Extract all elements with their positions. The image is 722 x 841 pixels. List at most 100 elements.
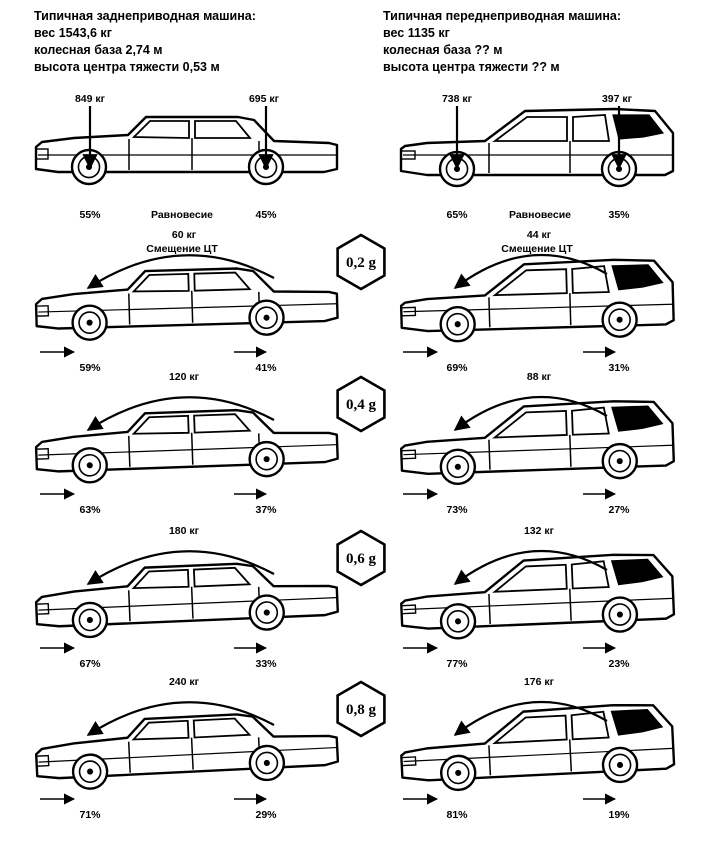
rwd-car-row-4-front-wheel-rim — [78, 608, 102, 632]
fwd-equilibrium-label: Равновесие — [509, 209, 571, 221]
fwd-shift-arc-row-5 — [453, 700, 608, 736]
accel-hexagon-row-2-shape — [336, 233, 386, 291]
rwd-car-row-5-rear-wheel-rim — [255, 751, 279, 775]
rwd-car-row-1-grille — [35, 148, 49, 160]
rwd-car-row-3-front-wheel-hub — [86, 462, 93, 469]
fwd-car-row-5-rear-wheel-rim — [608, 753, 632, 777]
fwd-car-row-5 — [400, 704, 676, 792]
fwd-car-row-1-front-window — [492, 116, 568, 142]
rwd-car-row-3-door-line-2 — [190, 432, 194, 465]
fwd-rear-pct-row-5: 19% — [608, 809, 630, 821]
fwd-car-row-3-door-line-1 — [488, 439, 491, 470]
rwd-front-pct-row-3: 63% — [79, 504, 101, 516]
rwd-car-row-5 — [34, 713, 340, 790]
rwd-rear-pct-row-5: 29% — [255, 809, 277, 821]
rwd-car-row-2-door-line-2 — [190, 290, 194, 323]
accel-hexagon-row-4: 0,6 g — [336, 529, 386, 587]
rwd-car-row-2 — [34, 267, 339, 341]
fwd-front-pct-row-4: 77% — [446, 658, 468, 670]
rwd-front-pct-row-1: 55% — [79, 209, 101, 221]
fwd-car-row-3-front-wheel-hub — [454, 463, 461, 470]
fwd-rear-pct-row-3: 27% — [608, 504, 630, 516]
accel-hexagon-row-2-label: 0,2 g — [346, 255, 377, 271]
rwd-front-pct-row-4: 67% — [79, 658, 101, 670]
rwd-car-spec: Типичная заднеприводная машина: вес 1543… — [34, 8, 256, 76]
rwd-rear-pct-row-2: 41% — [255, 362, 277, 374]
fwd-car-spec: Типичная переднеприводная машина: вес 11… — [383, 8, 621, 76]
rwd-title: Типичная заднеприводная машина: — [34, 9, 256, 23]
accel-hexagon-row-4-label: 0,6 g — [346, 551, 377, 567]
fwd-car-row-3-rear-wheel-rim — [608, 449, 632, 473]
rwd-car-row-2-grille — [35, 305, 50, 317]
fwd-shift-kg-row-2: 44 кг — [527, 229, 552, 241]
accel-hexagon-row-4-shape — [336, 529, 386, 587]
rwd-car-row-3-rear-wheel-hub — [263, 456, 270, 463]
fwd-car-row-5-front-wheel-hub — [455, 769, 462, 776]
rwd-car-row-4-rear-wheel-hub — [263, 609, 270, 616]
rwd-equilibrium-label: Равновесие — [151, 209, 213, 221]
accel-hexagon-row-3-shape — [336, 375, 386, 433]
fwd-car-row-2-front-window — [492, 268, 568, 297]
fwd-car-row-4-door-line-1 — [488, 593, 491, 625]
fwd-car-row-5-front-window — [492, 714, 568, 745]
accel-hexagon-row-5: 0,8 g — [336, 680, 386, 738]
rwd-car-row-2-front-wheel-rim — [78, 311, 101, 334]
fwd-car-row-2-rear-wheel-rim — [608, 308, 631, 332]
fwd-car-row-5-rear-wheel-hub — [616, 761, 624, 769]
rwd-shift-kg-row-5: 240 кг — [169, 676, 200, 688]
fwd-car-row-5-rear-quarter-louver — [610, 708, 664, 736]
rwd-car-row-2-front-wheel-hub — [86, 319, 93, 326]
fwd-cg-height: высота центра тяжести ?? м — [383, 60, 560, 74]
fwd-car-row-1 — [399, 107, 675, 188]
rwd-car-row-1-rear-window — [194, 120, 252, 139]
rwd-car-row-4-front-wheel-hub — [86, 616, 93, 624]
fwd-car-row-2-door-line-2 — [569, 293, 572, 326]
rwd-cg-height: высота центра тяжести 0,53 м — [34, 60, 220, 74]
fwd-front-pct-row-2: 69% — [446, 362, 468, 374]
rwd-front-kg: 849 кг — [75, 93, 106, 105]
accel-hexagon-row-3-label: 0,4 g — [346, 397, 377, 413]
fwd-car-row-4-door-line-2 — [569, 588, 572, 621]
fwd-car-row-1-rear-window — [572, 114, 611, 142]
rwd-shift-kg-row-3: 120 кг — [169, 371, 200, 383]
fwd-front-kg: 738 кг — [442, 93, 473, 105]
rwd-car-row-1-front-window — [131, 120, 190, 139]
rwd-wheelbase: колесная база 2,74 м — [34, 43, 163, 57]
fwd-car-row-4-front-window — [492, 563, 568, 593]
fwd-car-row-2-front-wheel-rim — [446, 312, 470, 336]
fwd-car-row-1-grille — [400, 150, 416, 160]
accel-hexagon-row-5-label: 0,8 g — [346, 702, 377, 718]
rwd-shift-kg-row-4: 180 кг — [169, 525, 200, 537]
fwd-car-row-4-rear-wheel-hub — [616, 611, 623, 618]
fwd-car-row-3-grille — [400, 449, 417, 460]
fwd-shift-kg-row-5: 176 кг — [524, 676, 555, 688]
fwd-car-row-5-door-line-1 — [488, 745, 492, 776]
rwd-car-row-4 — [34, 562, 339, 639]
rwd-rear-kg: 695 кг — [249, 93, 280, 105]
rwd-shift-arc-row-4 — [86, 550, 275, 585]
rwd-front-pct-row-5: 71% — [79, 809, 101, 821]
fwd-wheelbase: колесная база ?? м — [383, 43, 503, 57]
rwd-car-row-3 — [34, 408, 339, 484]
rwd-car-row-3-front-window — [131, 414, 190, 435]
accel-hexagon-row-5-shape — [336, 680, 386, 738]
fwd-rear-pct-row-2: 31% — [608, 362, 630, 374]
rwd-car-row-5-front-window — [131, 719, 190, 741]
rwd-front-pct-row-2: 59% — [79, 362, 101, 374]
fwd-front-pct-row-1: 65% — [446, 209, 468, 221]
fwd-front-pct-row-5: 81% — [446, 809, 468, 821]
rwd-car-row-4-door-line-2 — [190, 586, 194, 619]
rwd-shift-arc-row-5 — [86, 701, 275, 736]
accel-hexagon-row-3: 0,4 g — [336, 375, 386, 433]
fwd-car-row-4-rear-window — [570, 560, 610, 590]
rwd-shift-label: Смещение ЦТ — [146, 243, 218, 255]
fwd-car-row-5-grille — [400, 756, 417, 767]
fwd-car-row-3-front-window — [492, 410, 568, 439]
rwd-car-row-4-front-window — [131, 568, 190, 590]
fwd-car-row-4-grille — [400, 604, 417, 615]
fwd-title: Типичная переднеприводная машина: — [383, 9, 621, 23]
fwd-rear-pct-row-4: 23% — [608, 658, 630, 670]
fwd-shift-arc-row-2 — [453, 253, 608, 289]
rwd-car-row-2-rear-wheel-rim — [255, 306, 278, 330]
